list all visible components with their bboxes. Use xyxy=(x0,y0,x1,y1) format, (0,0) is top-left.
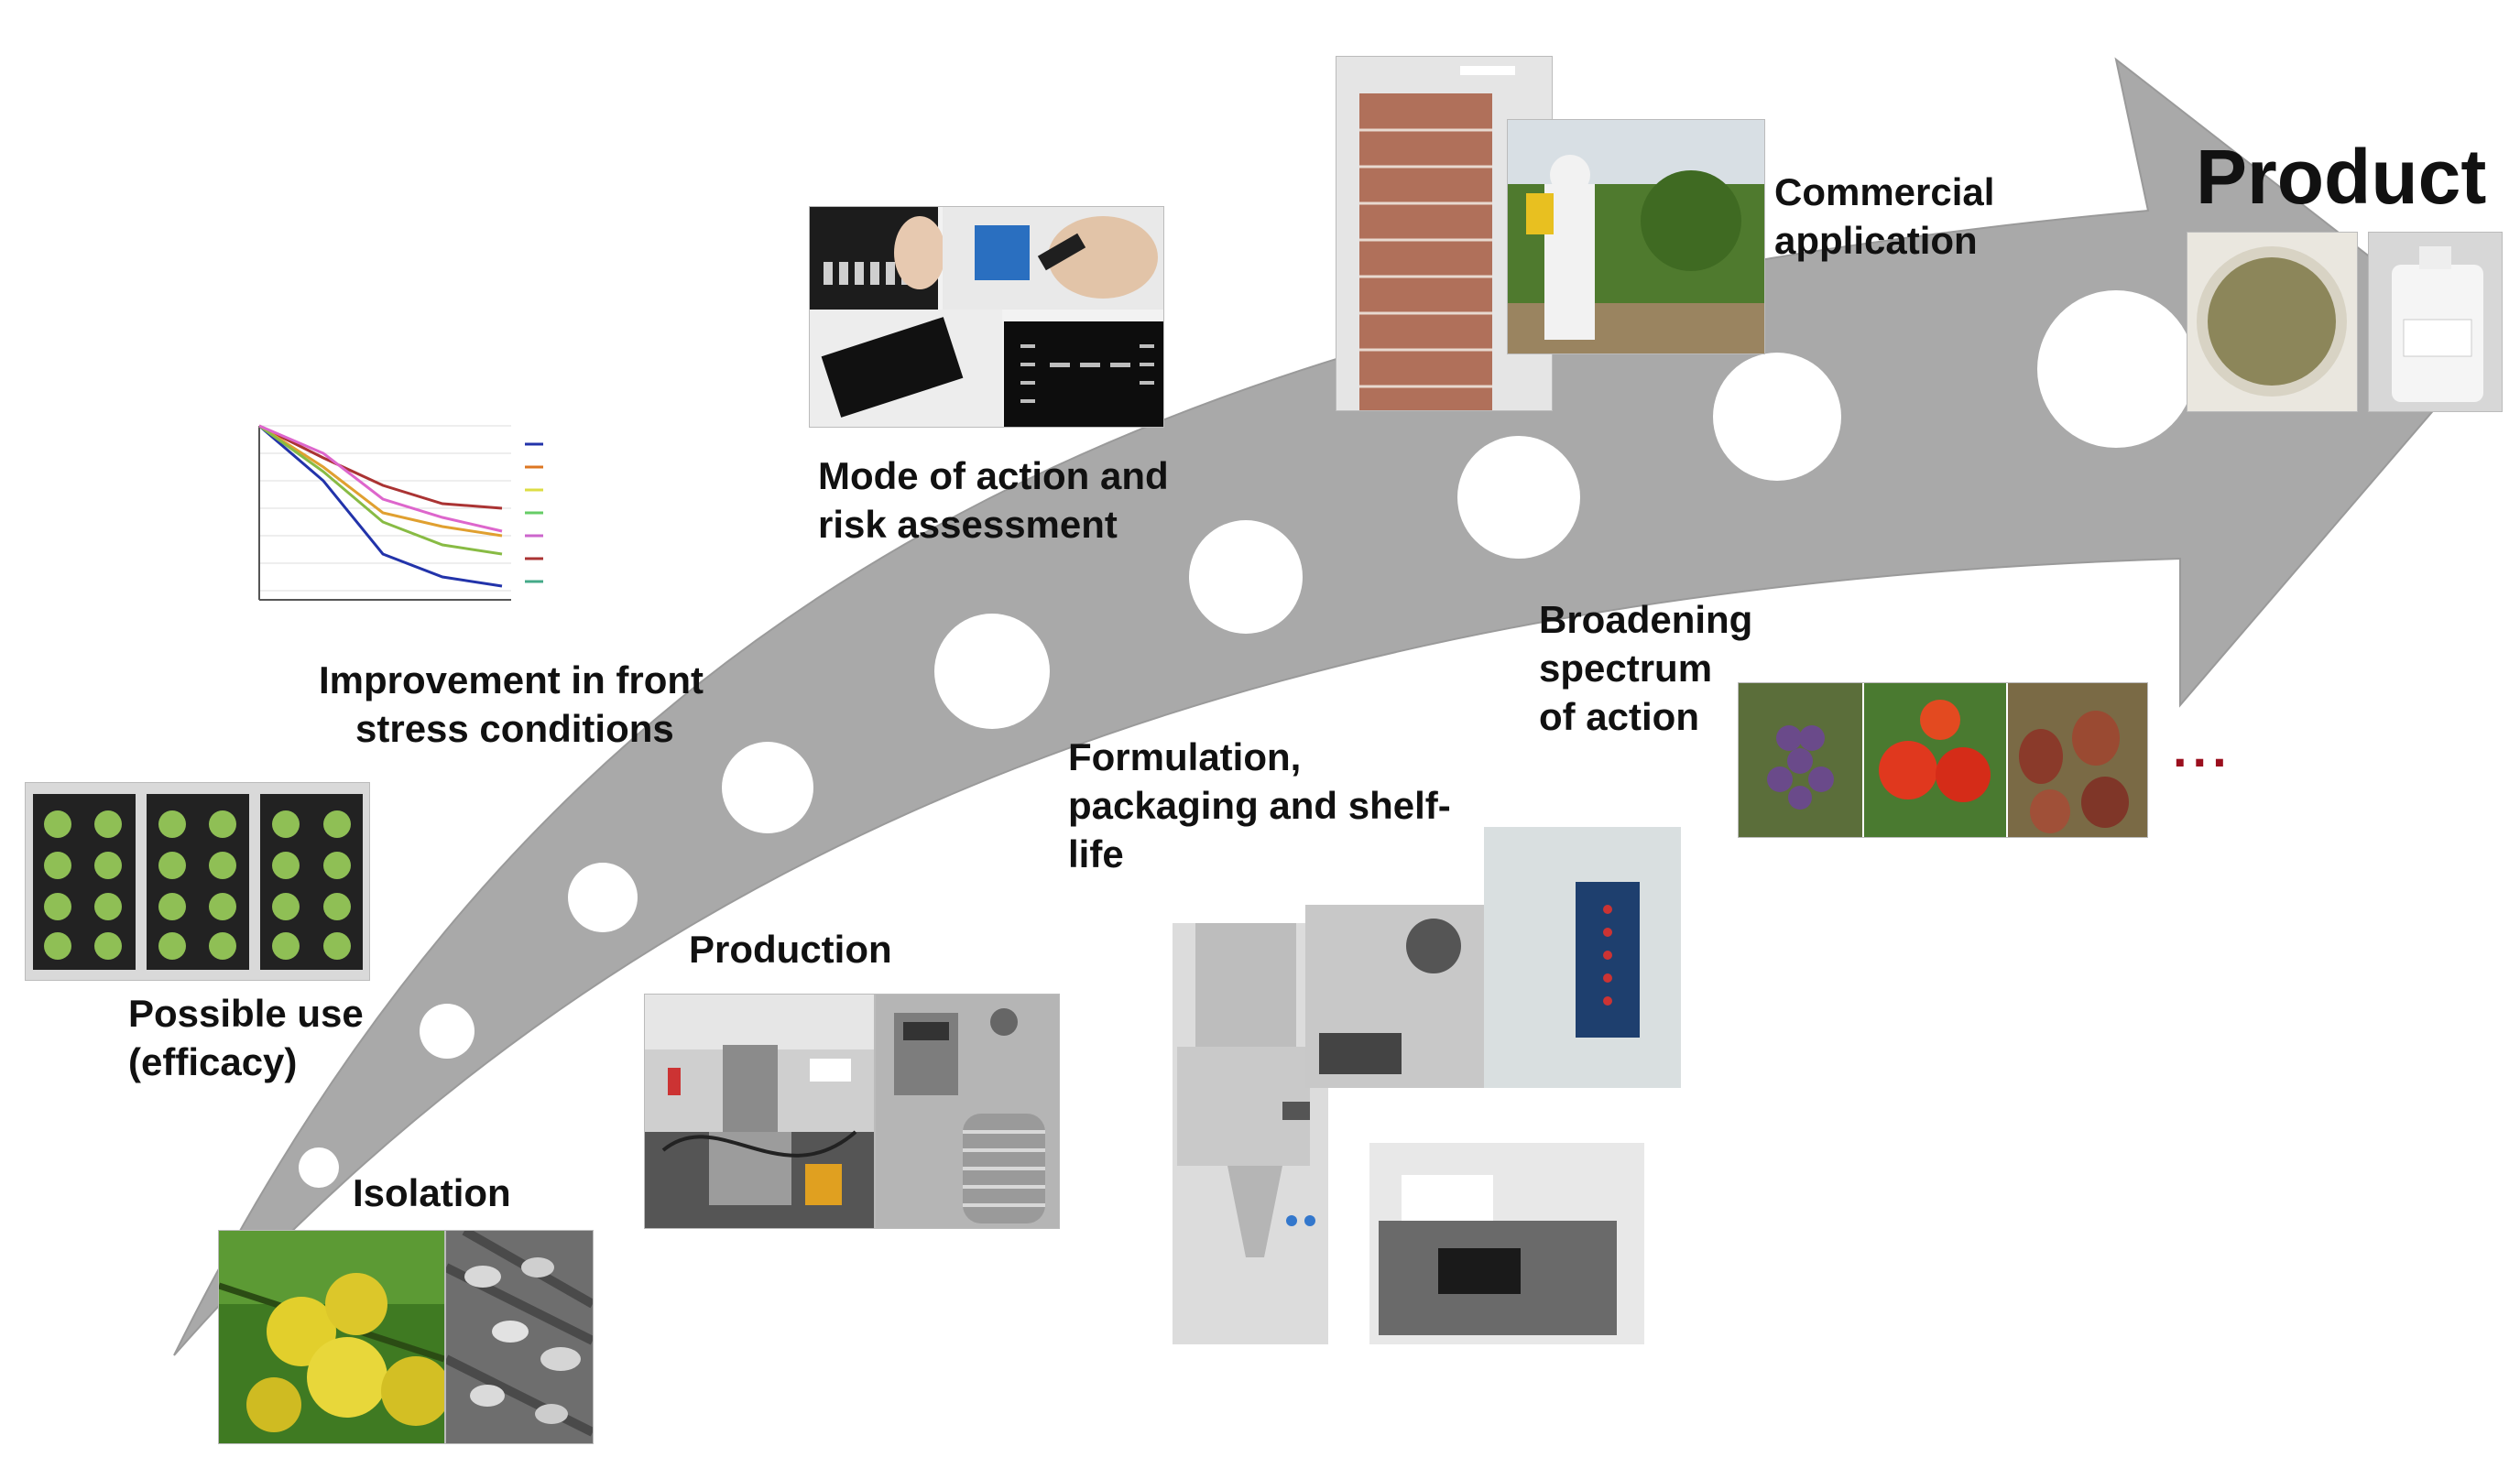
progress-dot-1 xyxy=(299,1147,339,1188)
progress-dot-6 xyxy=(1189,520,1303,634)
viability-curve-chart xyxy=(227,417,557,636)
progress-dot-8 xyxy=(1713,353,1841,481)
possible-use-photo-group xyxy=(25,782,370,981)
pcr-tubes-photo xyxy=(810,207,1163,427)
formulation-photo-group xyxy=(1173,827,1681,1344)
isolation-photo-group xyxy=(218,1230,445,1444)
progress-dot-3 xyxy=(568,863,638,932)
progress-dot-9 xyxy=(2037,290,2195,448)
label-broadening: Broadening spectrum of action xyxy=(1539,598,1753,738)
label-product: Product xyxy=(2196,134,2487,220)
product-photo-group-bottle xyxy=(2368,232,2503,412)
mode-of-action-photo-group xyxy=(809,206,1164,428)
steel-fermenter-photo xyxy=(876,995,1059,1228)
curved-progress-arrow xyxy=(173,57,2489,1356)
micrograph-photo-group xyxy=(445,1230,594,1444)
powder-dish-photo xyxy=(2187,233,2357,411)
crops-photo xyxy=(1739,683,2147,837)
spray-dryer-photo xyxy=(1173,827,1681,1344)
yeast-micrograph-photo xyxy=(446,1231,593,1443)
broadening-photo-group xyxy=(1738,682,2148,838)
apple-fruit-photo xyxy=(219,1231,444,1443)
bioreactor-lab-photo xyxy=(645,995,874,1228)
progress-dot-7 xyxy=(1457,436,1580,559)
label-isolation: Isolation xyxy=(353,1171,511,1214)
progress-dots xyxy=(299,290,2195,1188)
label-production: Production xyxy=(689,928,892,971)
more-ellipsis: ... xyxy=(2173,720,2232,777)
progress-dot-5 xyxy=(934,614,1050,729)
label-improvement: Improvement in front stress conditions xyxy=(319,658,704,750)
commercial-photo-group-vineyard xyxy=(1507,119,1765,354)
label-possible-use: Possible use (efficacy) xyxy=(128,992,364,1083)
vineyard-spraying-photo xyxy=(1508,120,1764,353)
product-bottle-photo xyxy=(2369,233,2502,411)
fermenter-photo-group xyxy=(875,994,1060,1229)
progress-dot-4 xyxy=(722,742,813,833)
label-formulation: Formulation, packaging and shelf- life xyxy=(1068,735,1451,875)
progress-dot-2 xyxy=(420,1004,475,1059)
label-mode-of-action: Mode of action and risk assessment xyxy=(818,454,1169,546)
improvement-chart-group xyxy=(227,417,557,636)
gel-electrophoresis-photo xyxy=(1004,321,1163,427)
production-photo-group xyxy=(644,994,875,1229)
label-commercial: Commercial application xyxy=(1774,170,1995,262)
apple-trays-photo xyxy=(26,783,369,980)
product-photo-group-powder xyxy=(2187,232,2358,412)
